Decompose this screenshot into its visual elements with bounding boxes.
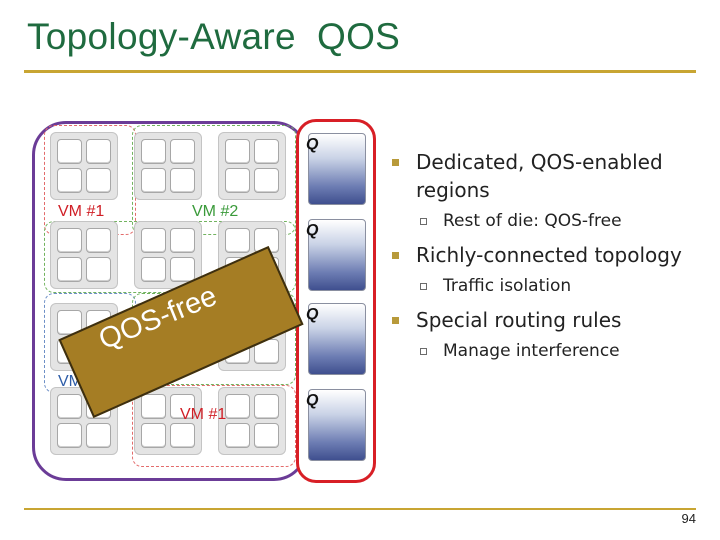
hollow-square-bullet-icon [420, 348, 427, 355]
hollow-square-bullet-icon [420, 283, 427, 290]
core-tile [218, 387, 286, 455]
vm2-label: VM #2 [192, 203, 239, 220]
square-bullet-icon [392, 252, 399, 259]
core-tile [134, 387, 202, 455]
topology-diagram: VM #1 VM #2 VM #3 VM #1 Q Q Q Q QOS-free [26, 117, 382, 489]
bullet-item: Richly-connected topology [388, 241, 713, 269]
core-tile [134, 132, 202, 200]
square-bullet-icon [392, 159, 399, 166]
core-tile [50, 132, 118, 200]
vm1-bottom-region [132, 385, 296, 467]
core-tile [134, 221, 202, 289]
qos-router-label: Q [306, 392, 319, 409]
bullet-text: Special routing rules [416, 308, 622, 332]
footer-divider [24, 508, 696, 510]
vm1-top-label: VM #1 [58, 203, 105, 220]
page-number: 94 [681, 511, 696, 526]
bullet-text: Dedicated, QOS-enabled regions [416, 150, 663, 202]
title-divider [24, 70, 696, 73]
qos-router [308, 133, 366, 205]
bullet-list: Dedicated, QOS-enabled regions Rest of d… [388, 148, 713, 371]
vm2-region [132, 125, 296, 235]
hollow-square-bullet-icon [420, 218, 427, 225]
qos-router-label: Q [306, 222, 319, 239]
qos-router [308, 219, 366, 291]
square-bullet-icon [392, 317, 399, 324]
bullet-item: Dedicated, QOS-enabled regions [388, 148, 713, 204]
slide-title: Topology-Aware QOS [27, 16, 401, 57]
qos-router [308, 389, 366, 461]
bullet-item: Special routing rules [388, 306, 713, 334]
qos-router-label: Q [306, 136, 319, 153]
sub-bullet-item: Manage interference [388, 339, 713, 363]
qos-router-label: Q [306, 306, 319, 323]
sub-bullet-item: Rest of die: QOS-free [388, 209, 713, 233]
sub-bullet-text: Manage interference [443, 341, 620, 361]
vm1-bottom-label: VM #1 [180, 406, 227, 423]
sub-bullet-item: Traffic isolation [388, 274, 713, 298]
core-tile [50, 221, 118, 289]
sub-bullet-text: Rest of die: QOS-free [443, 211, 622, 231]
bullet-text: Richly-connected topology [416, 243, 682, 267]
core-tile [218, 132, 286, 200]
qos-router [308, 303, 366, 375]
sub-bullet-text: Traffic isolation [443, 276, 572, 296]
